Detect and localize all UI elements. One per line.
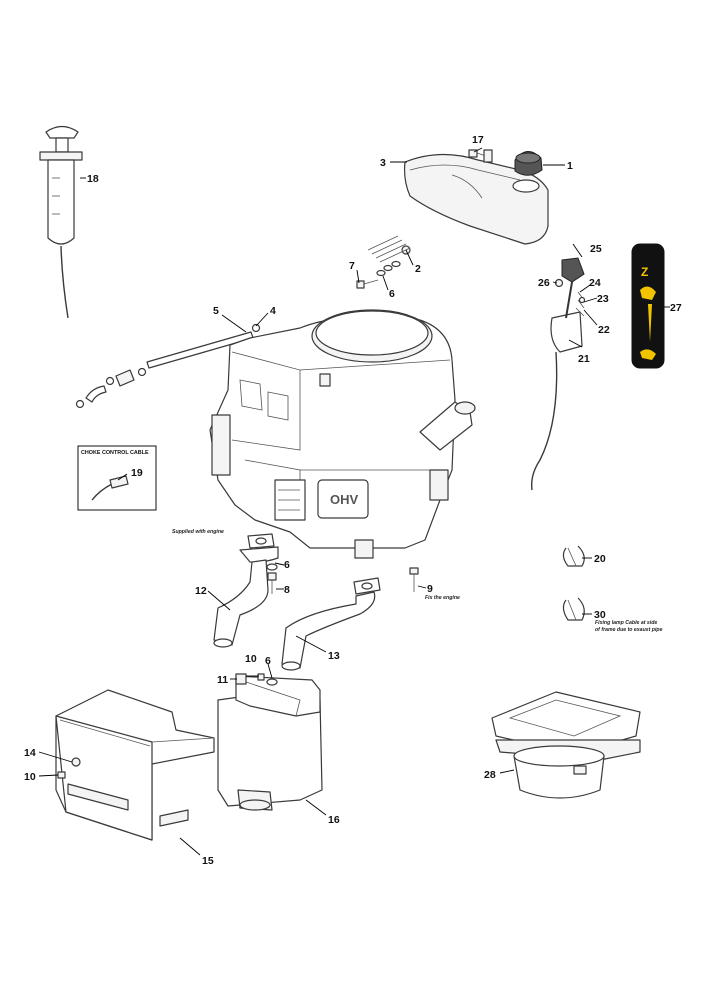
part-2-nuts[interactable] (367, 235, 411, 263)
callout-18[interactable]: 18 (87, 173, 99, 185)
callout-25[interactable]: 25 (590, 243, 602, 255)
callout-20[interactable]: 20 (594, 553, 606, 565)
part-28-bracket[interactable] (491, 691, 641, 799)
engine[interactable]: OHV (209, 309, 476, 559)
callout-30[interactable]: 30 (594, 609, 606, 621)
callout-4[interactable]: 4 (270, 305, 276, 317)
note-fixing-lamp-line1: Fixing lamp Cable at side (595, 620, 657, 626)
part-25-lever-knob[interactable] (561, 257, 585, 319)
callout-11[interactable]: 11 (217, 674, 228, 686)
inset-title: CHOKE CONTROL CABLE (81, 450, 149, 456)
callout-9[interactable]: 9 (427, 583, 433, 595)
callout-8[interactable]: 8 (284, 584, 290, 596)
part-17-bolt[interactable] (468, 149, 493, 163)
note-fix-the-engine: Fix the engine (425, 595, 460, 601)
part-1-fuel-cap[interactable] (514, 151, 543, 176)
callout-16[interactable]: 16 (328, 814, 340, 826)
note-supplied-with-engine: Supplied with engine (172, 529, 224, 535)
callout-22[interactable]: 22 (598, 324, 610, 336)
callout-10-top[interactable]: 10 (245, 653, 257, 665)
callout-24[interactable]: 24 (589, 277, 601, 289)
part-14-nut[interactable] (71, 757, 81, 767)
callout-1[interactable]: 1 (567, 160, 573, 172)
part-10-bolt-bottom[interactable] (57, 771, 66, 779)
part-10-bolt-top[interactable] (257, 673, 265, 681)
callout-numbers: 1 2 3 4 5 6 6 6 7 8 9 10 10 11 12 13 14 … (24, 134, 682, 867)
part-9-bolt[interactable] (409, 567, 419, 592)
part-20-cable-clip[interactable] (562, 545, 585, 567)
note-fixing-lamp-line2: of frame due to exaust pipe (595, 627, 663, 633)
callout-7[interactable]: 7 (349, 260, 355, 272)
part-27-decal[interactable]: Z (631, 243, 665, 369)
callout-21[interactable]: 21 (578, 353, 590, 365)
part-7-bolt[interactable] (356, 279, 379, 289)
decal-letter: Z (641, 265, 648, 279)
leader-lines (38, 147, 670, 856)
callout-6-mid[interactable]: 6 (284, 559, 290, 571)
part-6-washer-mid[interactable] (266, 563, 278, 571)
part-6-washers-top[interactable] (376, 260, 401, 277)
fuel-filter[interactable] (75, 369, 135, 409)
part-8-bolt[interactable] (267, 572, 277, 594)
part-22-24-springs[interactable] (575, 291, 586, 317)
callout-27[interactable]: 27 (670, 302, 682, 314)
part-6-washer-low[interactable] (266, 678, 278, 686)
part-16-muffler[interactable] (217, 675, 323, 811)
callout-12[interactable]: 12 (195, 585, 207, 597)
gasket-exhaust[interactable] (247, 533, 275, 549)
callout-6-low[interactable]: 6 (265, 655, 271, 667)
engine-label: OHV (330, 492, 359, 507)
callout-3[interactable]: 3 (380, 157, 386, 169)
part-12-exhaust-pipe[interactable] (213, 546, 279, 648)
callout-15[interactable]: 15 (202, 855, 214, 867)
part-11-clip[interactable] (235, 673, 247, 685)
part-18-syringe[interactable] (39, 125, 83, 319)
callout-26[interactable]: 26 (538, 277, 550, 289)
callout-23[interactable]: 23 (597, 293, 609, 305)
part-3-fuel-tank[interactable] (403, 153, 549, 245)
inset-choke-cable[interactable]: CHOKE CONTROL CABLE (77, 445, 157, 511)
callout-6-top[interactable]: 6 (389, 288, 395, 300)
callout-2[interactable]: 2 (415, 263, 421, 275)
part-21-throttle-cable[interactable] (530, 311, 583, 491)
callout-17[interactable]: 17 (472, 134, 484, 146)
part-15-heat-shield[interactable] (55, 689, 215, 841)
callout-14[interactable]: 14 (24, 747, 36, 759)
part-30-cable-clip[interactable] (562, 597, 585, 621)
callout-5[interactable]: 5 (213, 305, 219, 317)
callout-28[interactable]: 28 (484, 769, 496, 781)
part-13-exhaust-pipe[interactable] (281, 577, 381, 671)
callout-10-bottom[interactable]: 10 (24, 771, 36, 783)
callout-19[interactable]: 19 (131, 467, 143, 479)
callout-13[interactable]: 13 (328, 650, 340, 662)
notes: Supplied with engine Fix the engine Fixi… (172, 529, 663, 633)
